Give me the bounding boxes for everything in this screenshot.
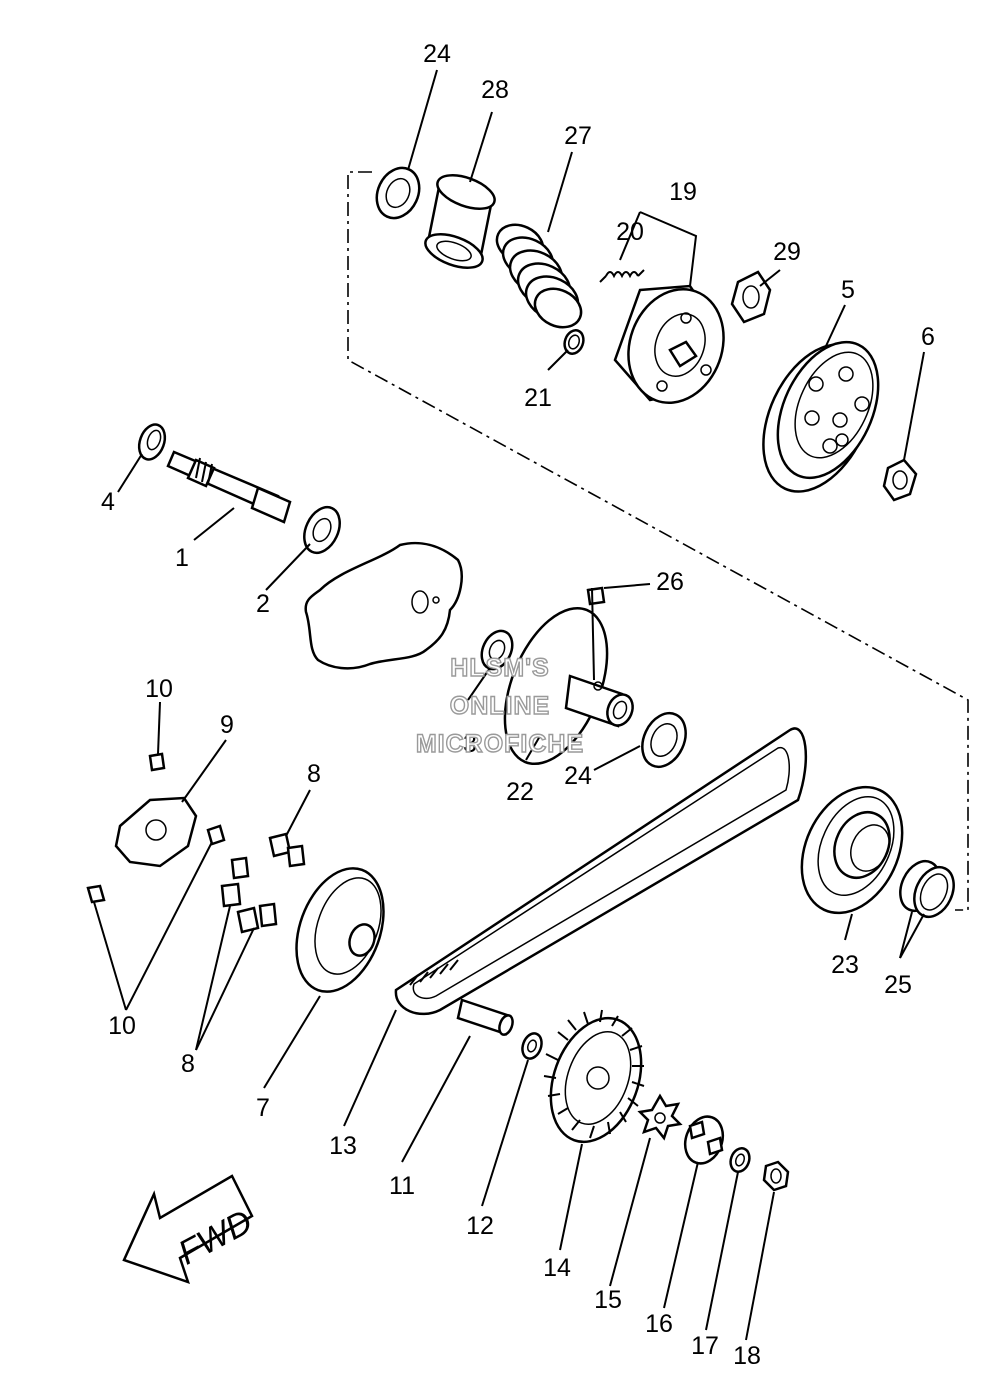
part-20-clutch-spring[interactable] — [599, 269, 645, 283]
part-24-washer-top[interactable] — [369, 161, 427, 225]
part-23-secondary-sliding-sheave[interactable] — [782, 771, 921, 930]
watermark-line-2: ONLINE — [450, 692, 550, 720]
part-25-o-rings[interactable] — [893, 855, 962, 923]
callout-13[interactable]: 13 — [329, 1132, 357, 1160]
callout-2[interactable]: 2 — [256, 590, 270, 618]
watermark: HLSM'S ONLINE MICROFICHE — [415, 653, 584, 758]
part-29-nut[interactable] — [730, 270, 772, 324]
callout-8-bottom[interactable]: 8 — [181, 1050, 195, 1078]
callout-21[interactable]: 21 — [524, 384, 552, 412]
part-10-slider-right[interactable] — [206, 824, 226, 846]
callout-6[interactable]: 6 — [921, 323, 935, 351]
callout-14[interactable]: 14 — [543, 1254, 571, 1282]
part-5-clutch-housing[interactable] — [742, 326, 899, 509]
callout-3[interactable]: 3 — [463, 730, 477, 758]
assembly-boundary — [347, 171, 969, 911]
watermark-line-1: HLSM'S — [450, 654, 549, 682]
callout-16[interactable]: 16 — [645, 1310, 673, 1338]
callout-22[interactable]: 22 — [506, 778, 534, 806]
callout-27[interactable]: 27 — [564, 122, 592, 150]
callout-25[interactable]: 25 — [884, 971, 912, 999]
callout-7[interactable]: 7 — [256, 1094, 270, 1122]
part-6-nut[interactable] — [882, 458, 918, 502]
watermark-line-3: MICROFICHE — [416, 730, 584, 758]
part-22-secondary-fixed-sheave[interactable] — [484, 593, 637, 778]
part-3-washer[interactable] — [476, 626, 518, 674]
part-2-bearing[interactable] — [297, 501, 346, 558]
part-7-primary-sliding-sheave[interactable] — [281, 856, 400, 1004]
callout-29[interactable]: 29 — [773, 238, 801, 266]
part-4-bearing[interactable] — [135, 421, 170, 463]
part-12-washer[interactable] — [519, 1031, 545, 1062]
callout-5[interactable]: 5 — [841, 276, 855, 304]
callout-10-top[interactable]: 10 — [145, 675, 173, 703]
leader-lines — [93, 69, 925, 1341]
callout-12[interactable]: 12 — [466, 1212, 494, 1240]
callout-15[interactable]: 15 — [594, 1286, 622, 1314]
callout-1[interactable]: 1 — [175, 544, 189, 572]
part-9-primary-cam[interactable] — [114, 796, 198, 868]
callout-17[interactable]: 17 — [691, 1332, 719, 1360]
part-28-bushing[interactable] — [421, 169, 499, 275]
callout-26[interactable]: 26 — [656, 568, 684, 596]
callout-9[interactable]: 9 — [220, 711, 234, 739]
part-24-washer-bottom[interactable] — [634, 706, 694, 774]
callout-18[interactable]: 18 — [733, 1342, 761, 1370]
part-14-primary-fixed-sheave[interactable] — [535, 1005, 658, 1154]
part-1-shaft[interactable] — [166, 450, 292, 524]
part-8-weights[interactable] — [220, 832, 306, 934]
part-15-star-washer[interactable] — [637, 1093, 683, 1141]
part-18-nut[interactable] — [762, 1160, 790, 1192]
callout-10-bottom[interactable]: 10 — [108, 1012, 136, 1040]
callout-8-top[interactable]: 8 — [307, 760, 321, 788]
callout-24-top[interactable]: 24 — [423, 40, 451, 68]
forward-direction-arrow: FWD — [122, 1174, 258, 1285]
part-10-slider-top[interactable] — [148, 752, 166, 772]
callout-23[interactable]: 23 — [831, 951, 859, 979]
callout-11[interactable]: 11 — [389, 1172, 415, 1200]
part-16-ratchet[interactable] — [679, 1111, 729, 1168]
callout-20[interactable]: 20 — [616, 218, 644, 246]
callout-labels: 24 28 27 19 20 29 5 6 21 4 1 2 26 3 22 2… — [101, 40, 935, 1370]
part-17-washer[interactable] — [727, 1146, 752, 1175]
part-27-spring[interactable] — [491, 218, 588, 335]
transmission-cover-gasket — [304, 541, 463, 670]
callout-19[interactable]: 19 — [669, 178, 697, 206]
part-26-plug[interactable] — [586, 586, 606, 606]
callout-4[interactable]: 4 — [101, 488, 115, 516]
part-13-v-belt[interactable] — [394, 727, 808, 1016]
callout-28[interactable]: 28 — [481, 76, 509, 104]
part-11-collar[interactable] — [456, 998, 515, 1036]
part-10-slider-left[interactable] — [86, 884, 106, 904]
callout-24-bottom[interactable]: 24 — [564, 762, 592, 790]
part-19-clutch-shoe-assembly[interactable] — [613, 276, 739, 416]
part-21-circlip[interactable] — [561, 328, 586, 357]
